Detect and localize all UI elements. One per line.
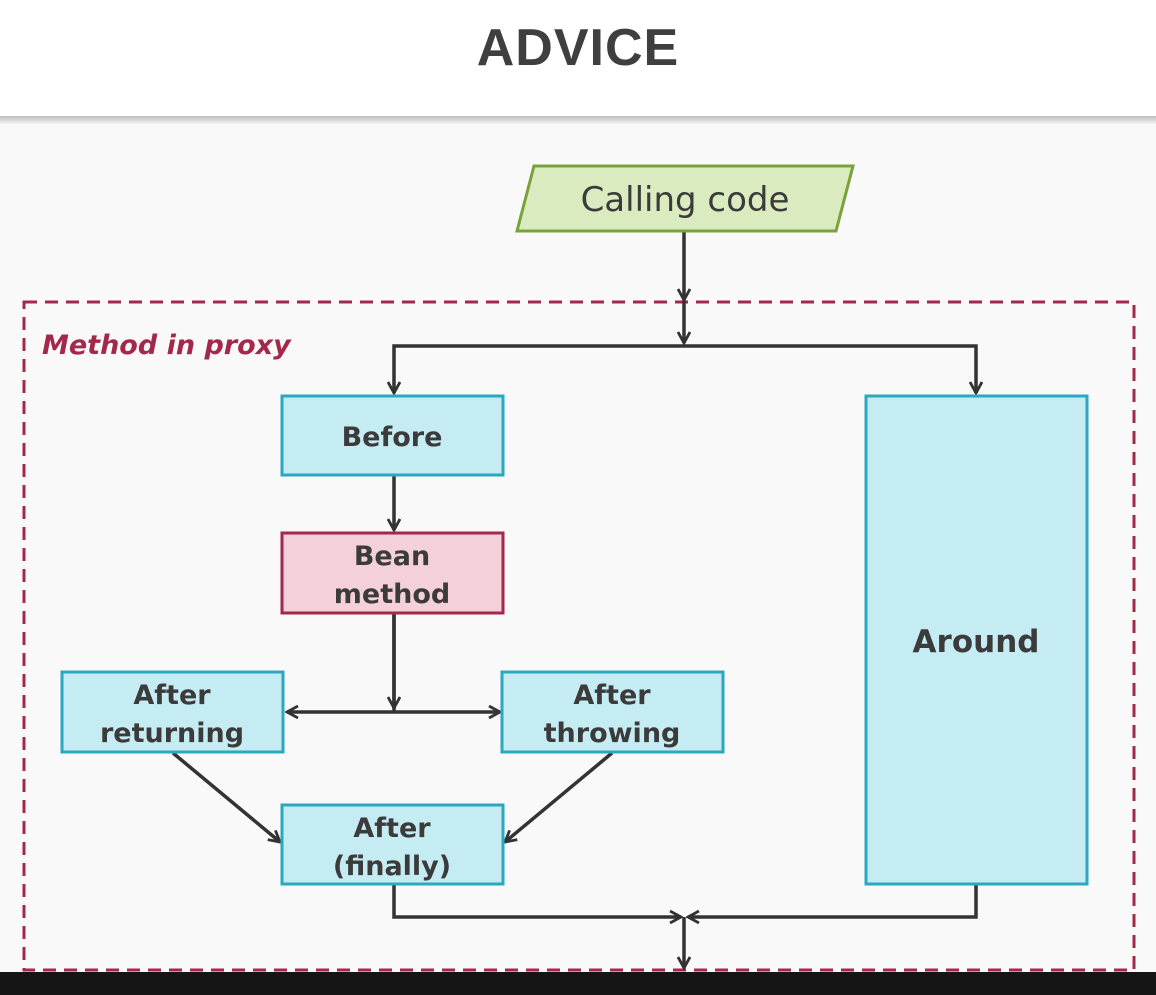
arrow-to-around [684,344,976,393]
connectors [171,232,978,968]
after-throwing-label-line1: After [573,680,651,711]
proxy-label: Method in proxy [42,330,292,361]
header-bar: ADVICE [0,0,1156,116]
before-label: Before [342,422,443,453]
after-finally-node: After (finally) [280,803,505,886]
bottom-bar [0,972,1156,995]
after-returning-label-line1: After [133,680,211,711]
arrow-returning-to-finally [171,751,280,842]
after-throwing-node: After throwing [500,670,725,754]
bean-method-node: Bean method [280,531,505,615]
header-divider [0,116,1156,124]
proxy-boundary [22,300,1136,972]
calling-code-label: Calling code [581,180,790,220]
around-node: Around [864,394,1089,886]
arrow-finally-to-exit [392,885,681,917]
after-finally-label-line1: After [353,813,431,844]
arrow-to-before [394,344,684,393]
page-title: ADVICE [476,19,680,77]
arrow-throwing-to-finally [505,751,614,842]
bean-method-label-line1: Bean [354,541,430,572]
after-throwing-label-line2: throwing [544,718,681,749]
after-returning-node: After returning [60,670,285,754]
before-node: Before [280,394,505,477]
bean-method-label-line2: method [334,579,450,610]
after-returning-label-line2: returning [100,718,244,749]
arrow-around-to-exit [688,885,978,917]
calling-code-node: Calling code [515,164,855,233]
around-label: Around [913,624,1040,660]
after-finally-label-line2: (finally) [333,851,451,882]
